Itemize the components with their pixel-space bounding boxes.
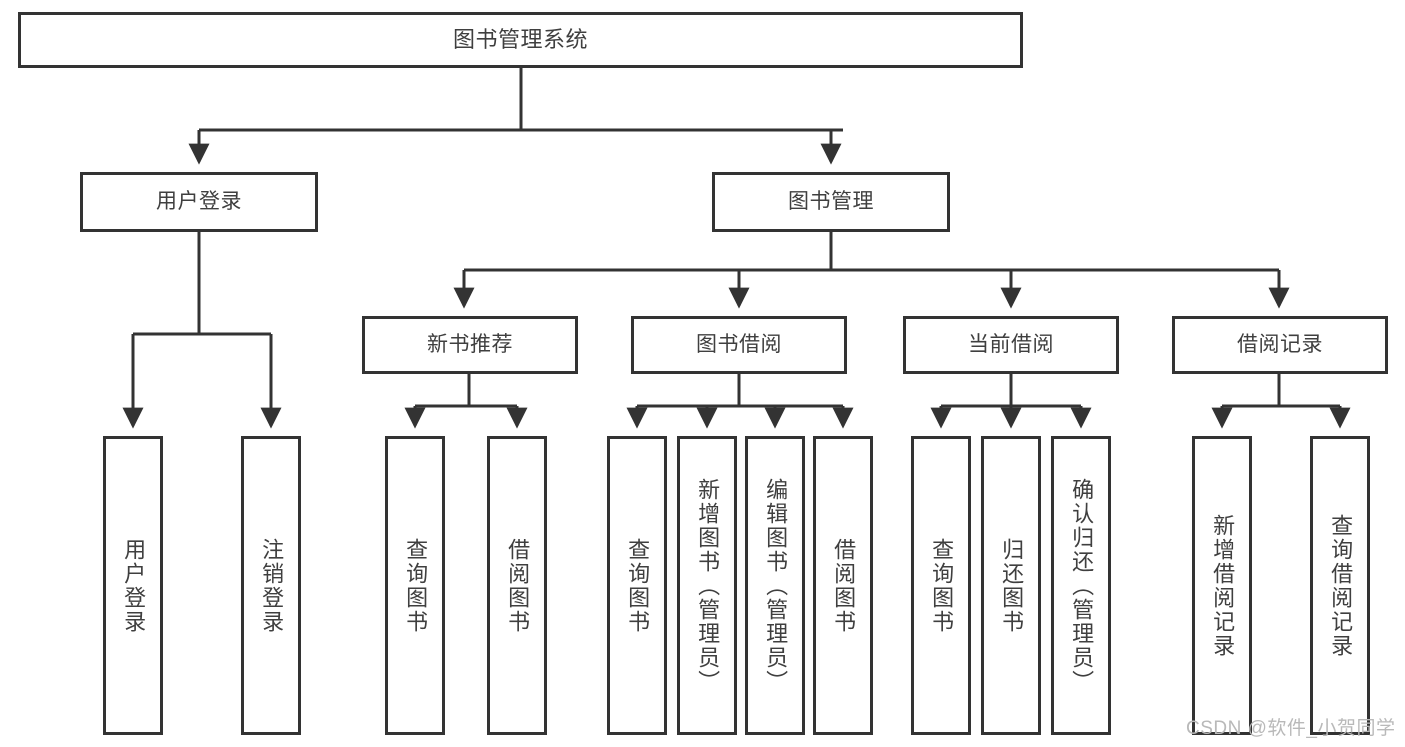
node-current-borrowing[interactable]: 当前借阅 (903, 316, 1119, 374)
node-leaf-return-book[interactable]: 归还图书 (981, 436, 1041, 735)
node-leaf-add-book[interactable]: 新增图书（管理员） (677, 436, 737, 735)
node-leaf-borrow-book-1[interactable]: 借阅图书 (487, 436, 547, 735)
node-leaf-add-borrow-record[interactable]: 新增借阅记录 (1192, 436, 1252, 735)
node-book-borrowing-label: 图书借阅 (696, 333, 782, 357)
node-borrow-records-label: 借阅记录 (1237, 333, 1323, 357)
node-leaf-query-book-1[interactable]: 查询图书 (385, 436, 445, 735)
node-leaf-user-login-label: 用户登录 (121, 537, 147, 634)
node-book-management-label: 图书管理 (788, 190, 874, 214)
node-leaf-borrow-book-1-label: 借阅图书 (505, 537, 531, 634)
node-leaf-confirm-return-label: 确认归还（管理员） (1069, 477, 1095, 694)
node-leaf-add-book-label: 新增图书（管理员） (695, 477, 721, 694)
node-leaf-confirm-return[interactable]: 确认归还（管理员） (1051, 436, 1111, 735)
node-leaf-query-borrow-record[interactable]: 查询借阅记录 (1310, 436, 1370, 735)
csdn-watermark: CSDN @软件_小贺同学 (1186, 718, 1396, 739)
node-leaf-query-book-2[interactable]: 查询图书 (607, 436, 667, 735)
node-leaf-user-login[interactable]: 用户登录 (103, 436, 163, 735)
node-leaf-return-book-label: 归还图书 (999, 537, 1025, 634)
node-current-borrowing-label: 当前借阅 (968, 333, 1054, 357)
node-user-login-label: 用户登录 (156, 190, 242, 214)
node-leaf-query-book-2-label: 查询图书 (625, 537, 651, 634)
node-user-login[interactable]: 用户登录 (80, 172, 318, 232)
node-leaf-logout-login[interactable]: 注销登录 (241, 436, 301, 735)
node-borrow-records[interactable]: 借阅记录 (1172, 316, 1388, 374)
node-leaf-query-book-3-label: 查询图书 (929, 537, 955, 634)
node-new-book-recommendation-label: 新书推荐 (427, 333, 513, 357)
node-leaf-add-borrow-record-label: 新增借阅记录 (1210, 513, 1236, 658)
node-leaf-edit-book[interactable]: 编辑图书（管理员） (745, 436, 805, 735)
node-leaf-query-book-3[interactable]: 查询图书 (911, 436, 971, 735)
node-root-book-management-system[interactable]: 图书管理系统 (18, 12, 1023, 68)
node-leaf-edit-book-label: 编辑图书（管理员） (763, 477, 789, 694)
node-root-label: 图书管理系统 (452, 26, 588, 52)
node-new-book-recommendation[interactable]: 新书推荐 (362, 316, 578, 374)
node-leaf-borrow-book-2-label: 借阅图书 (831, 537, 857, 634)
node-leaf-query-borrow-record-label: 查询借阅记录 (1328, 513, 1354, 658)
node-book-management[interactable]: 图书管理 (712, 172, 950, 232)
node-leaf-logout-login-label: 注销登录 (259, 537, 285, 634)
node-leaf-borrow-book-2[interactable]: 借阅图书 (813, 436, 873, 735)
node-leaf-query-book-1-label: 查询图书 (403, 537, 429, 634)
node-book-borrowing[interactable]: 图书借阅 (631, 316, 847, 374)
